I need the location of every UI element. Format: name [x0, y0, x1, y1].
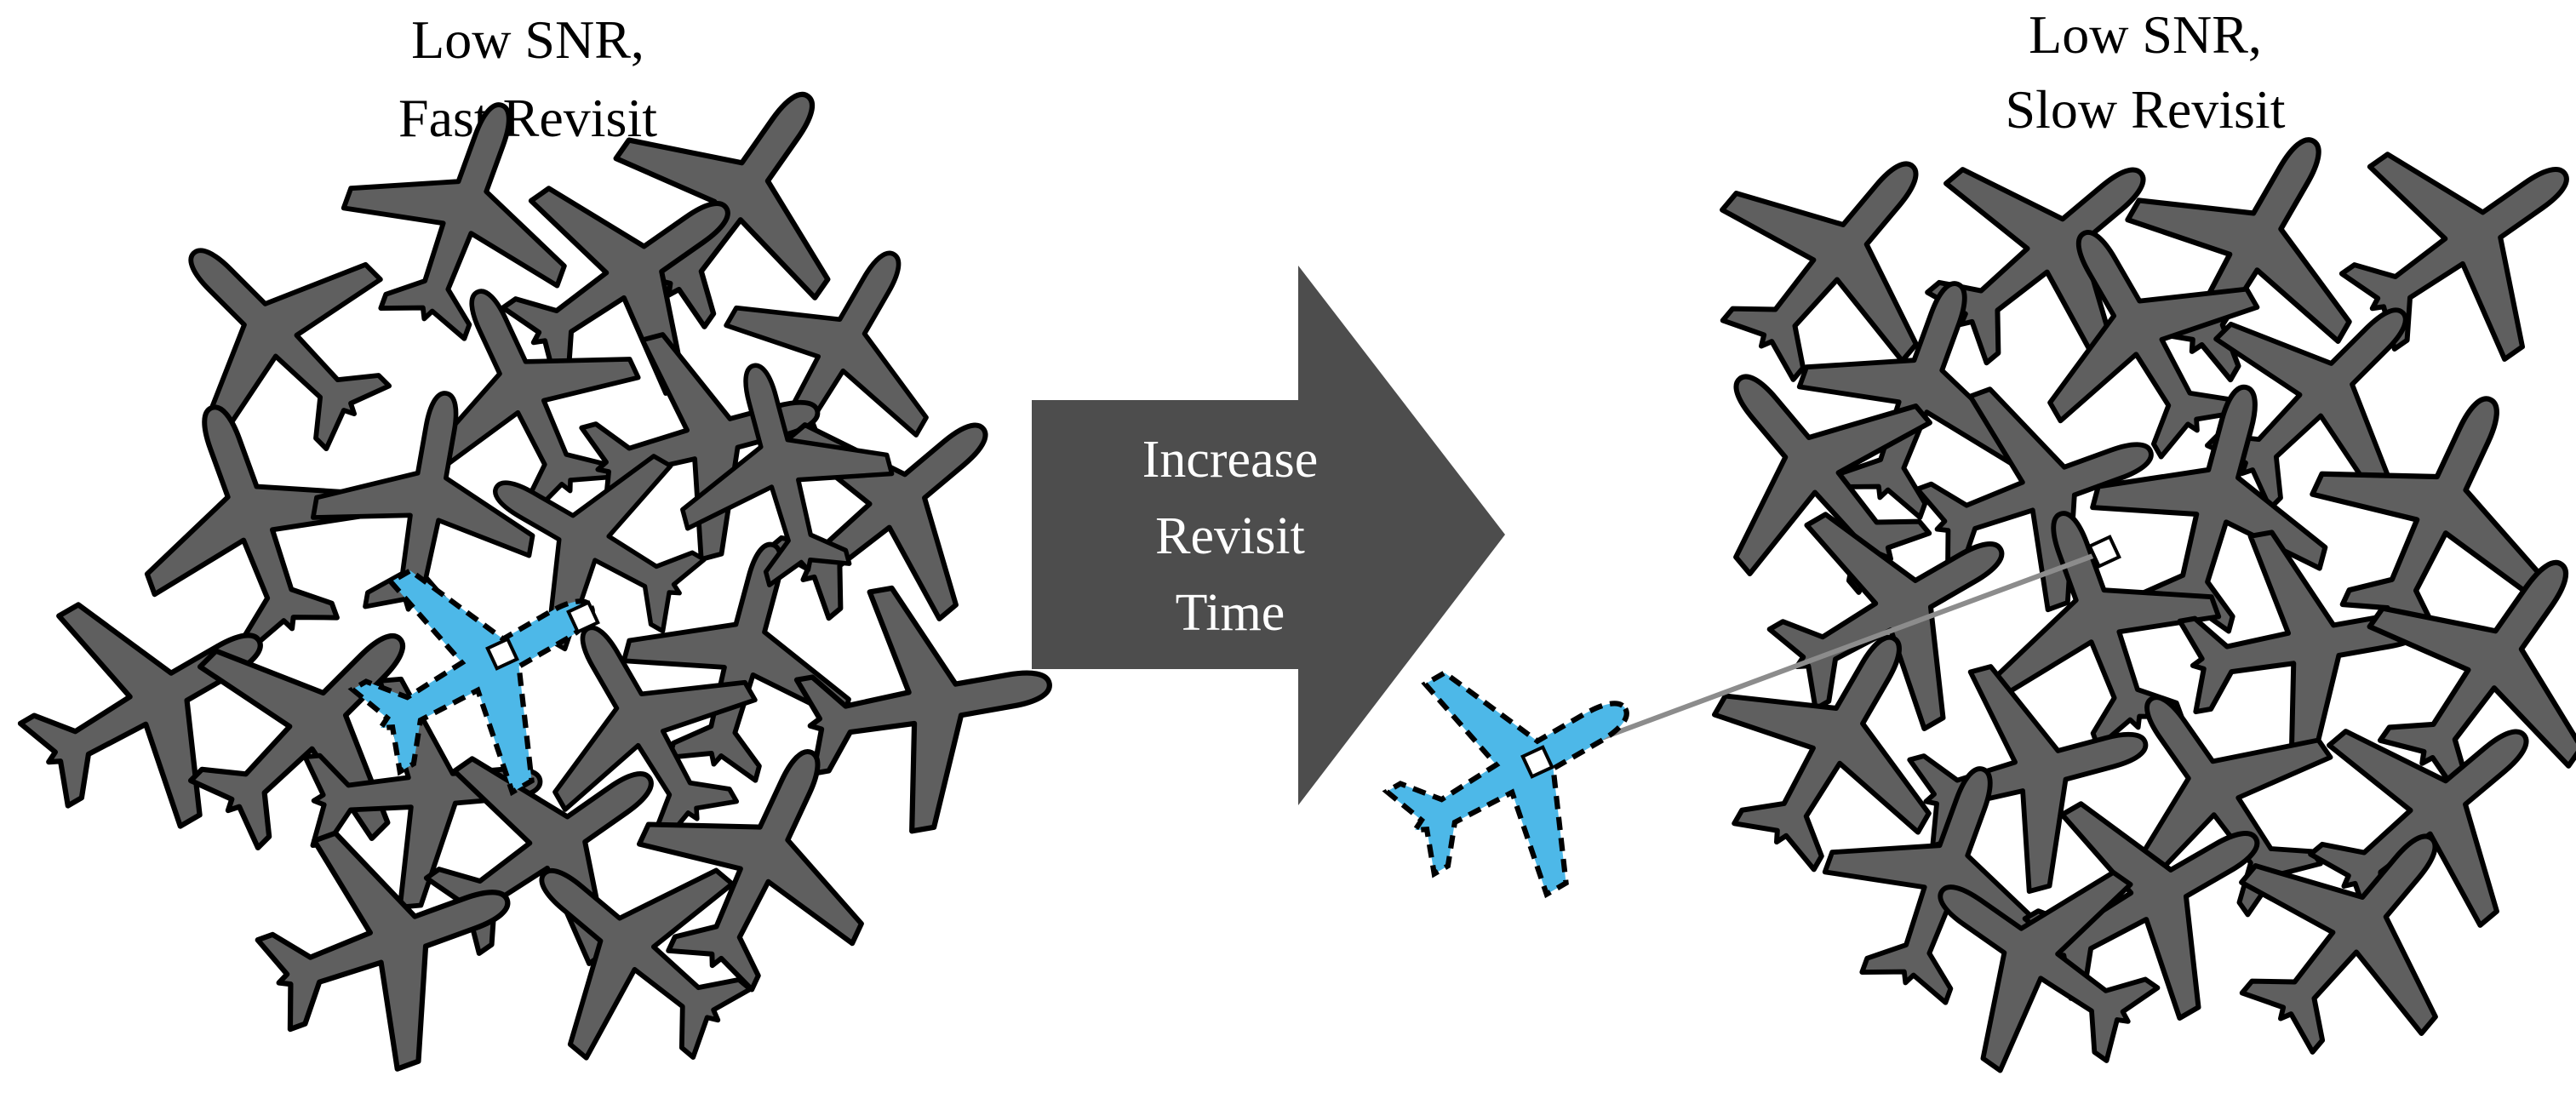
left-target-marker: [485, 637, 519, 671]
right-clutter-cluster: [1650, 77, 2576, 1093]
left-caption-line1: Low SNR,: [411, 9, 644, 70]
arrow-shape: [1032, 266, 1505, 805]
right-caption: Low SNR, Slow Revisit: [2006, 4, 2286, 140]
arrow-label-line2: Revisit: [1155, 507, 1305, 565]
arrow-label-line3: Time: [1176, 584, 1285, 642]
left-clutter-plane-icon: [232, 786, 548, 1093]
right-caption-line1: Low SNR,: [2029, 4, 2262, 65]
left-clutter-plane-icon: [113, 173, 438, 497]
left-target-group: [316, 501, 652, 836]
left-caption: Low SNR, Fast Revisit: [398, 9, 657, 148]
right-caption-line2: Slow Revisit: [2006, 79, 2286, 140]
right-target-marker: [1520, 745, 1554, 779]
left-clutter-marker: [566, 600, 600, 634]
left-clutter-plane-icon: [101, 368, 404, 673]
right-association-line: [1536, 549, 2106, 764]
arrow-label-line1: Increase: [1142, 431, 1319, 489]
left-caption-line2: Fast Revisit: [398, 88, 657, 148]
right-target-group: [1350, 535, 2121, 938]
increase-revisit-arrow: Increase Revisit Time: [1032, 266, 1505, 805]
left-clutter-cluster: [0, 26, 1070, 1093]
right-clutter-marker: [2087, 535, 2121, 569]
